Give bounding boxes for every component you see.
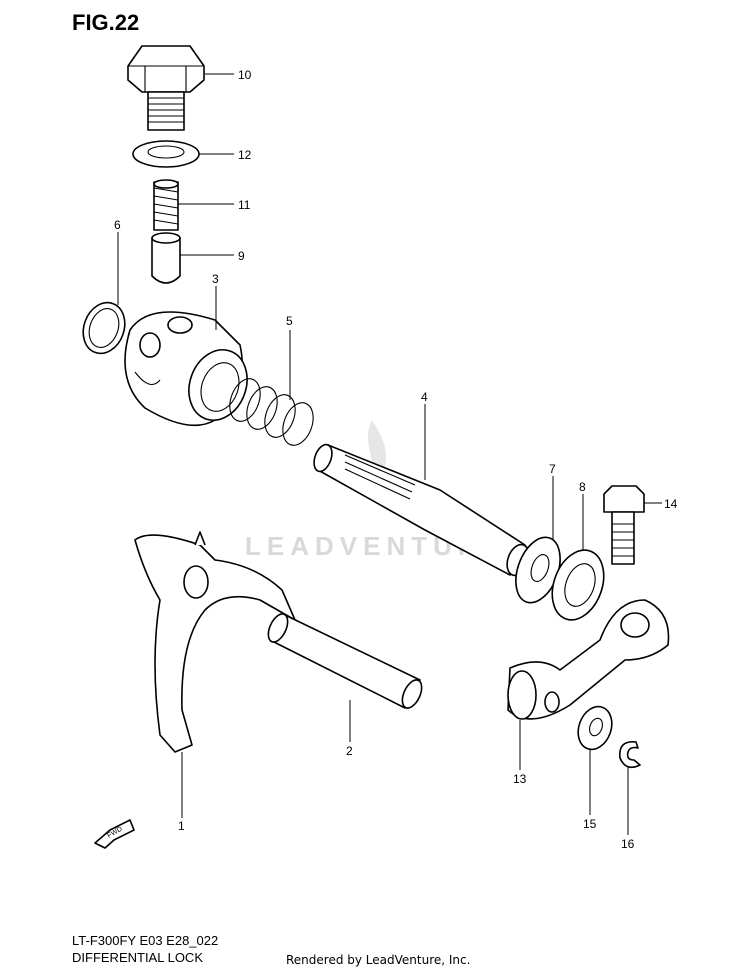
callout-4[interactable]: 4	[421, 390, 428, 404]
callout-12[interactable]: 12	[238, 148, 252, 162]
leader-lines	[117, 73, 662, 835]
callout-3[interactable]: 3	[212, 272, 219, 286]
figure-title: FIG.22	[72, 10, 140, 35]
part-12-gasket[interactable]	[132, 140, 200, 168]
callout-16[interactable]: 16	[621, 837, 635, 851]
part-11-spring[interactable]	[153, 179, 179, 231]
callout-7[interactable]: 7	[549, 462, 556, 476]
callout-10[interactable]: 10	[238, 68, 252, 82]
rendered-by-credit: Rendered by LeadVenture, Inc.	[286, 953, 471, 967]
callout-2[interactable]: 2	[346, 744, 353, 758]
callout-1[interactable]: 1	[178, 819, 185, 833]
callout-9[interactable]: 9	[238, 249, 245, 263]
callout-8[interactable]: 8	[579, 480, 586, 494]
part-2-shaft[interactable]	[264, 611, 425, 711]
callout-14[interactable]: 14	[664, 497, 678, 511]
fwd-direction-marker: FWD	[94, 819, 135, 849]
part-9-detent-pin[interactable]	[151, 232, 181, 284]
figure-name: DIFFERENTIAL LOCK	[72, 950, 203, 965]
part-16-e-ring[interactable]	[619, 741, 641, 769]
part-7-washer[interactable]	[508, 531, 569, 609]
part-13-lever[interactable]	[507, 599, 670, 720]
model-code: LT-F300FY E03 E28_022	[72, 933, 219, 948]
part-6-o-ring[interactable]	[76, 297, 131, 360]
callout-6[interactable]: 6	[114, 218, 121, 232]
part-15-washer[interactable]	[572, 702, 617, 754]
callout-15[interactable]: 15	[583, 817, 597, 831]
part-14-bolt[interactable]	[603, 485, 645, 565]
callout-13[interactable]: 13	[513, 772, 527, 786]
part-3-cam[interactable]	[124, 311, 257, 428]
part-10-bolt[interactable]	[127, 45, 205, 131]
part-8-oil-seal[interactable]	[543, 543, 613, 627]
part-5-spring[interactable]	[224, 375, 318, 450]
callout-11[interactable]: 11	[238, 198, 251, 212]
callout-5[interactable]: 5	[286, 314, 293, 328]
part-1-fork[interactable]	[134, 531, 296, 753]
callout-labels: 10 12 11 9 6 3 5 4 7 8 14 2 13 1 15 16	[114, 68, 678, 851]
